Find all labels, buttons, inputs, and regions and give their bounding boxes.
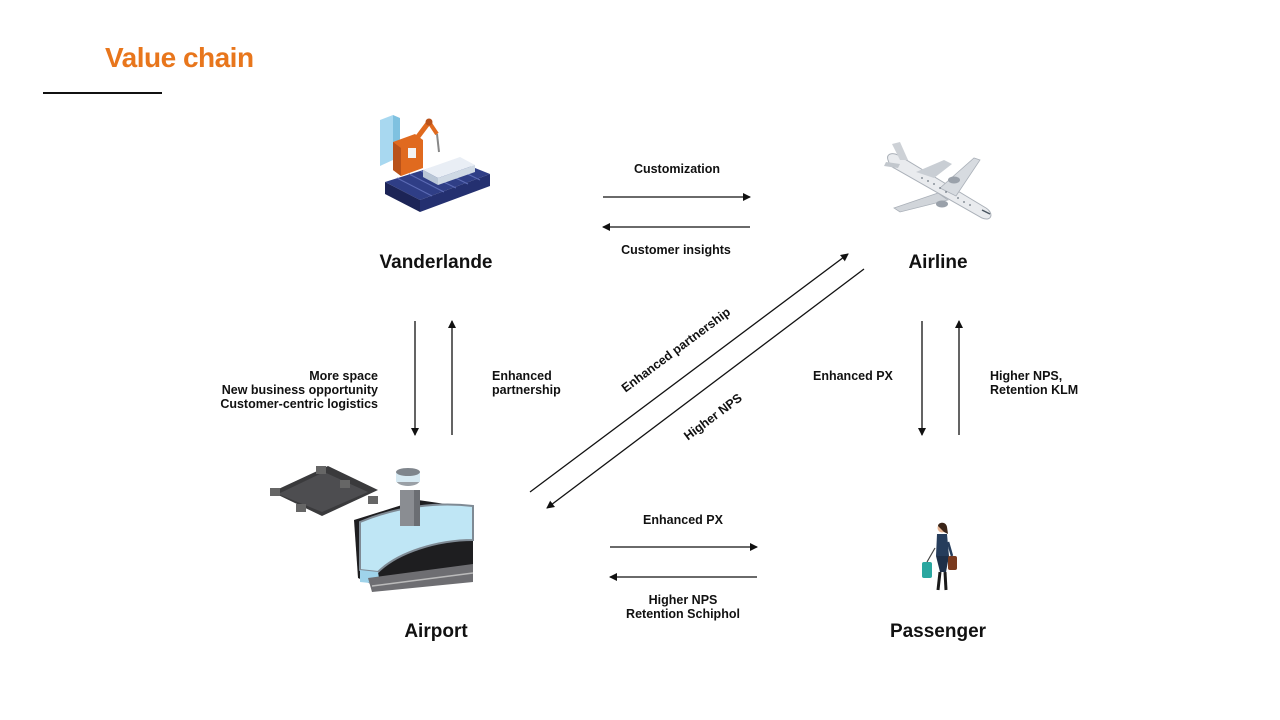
edge-label-customization: Customization (633, 162, 721, 176)
edge-label-line: partnership (492, 383, 561, 397)
edge-label-line: Retention Schiphol (626, 607, 740, 621)
edge-label-airport-to-vanderlande: Enhanced partnership (492, 369, 561, 397)
robotic-conveyor-icon (380, 115, 490, 212)
edge-label-vanderlande-to-airport: More space New business opportunity Cust… (220, 369, 378, 411)
node-airport-label: Airport (404, 621, 468, 642)
node-airline-label: Airline (908, 252, 968, 273)
edge-label-customer-insights: Customer insights (621, 243, 731, 257)
slide-title: Value chain (105, 42, 254, 73)
airport-terminal-icon (270, 466, 474, 592)
traveler-icon (922, 522, 957, 591)
node-passenger-label: Passenger (889, 621, 987, 642)
edge-label-line: Enhanced (492, 369, 552, 383)
edge-label-passenger-to-airport: Higher NPS Retention Schiphol (626, 593, 740, 621)
arrow-airport-to-airline (529, 253, 849, 493)
arrow-airline-to-airport (546, 268, 865, 509)
edge-label-enhanced-px-airline: Enhanced PX (813, 369, 893, 383)
title-underline (43, 92, 162, 94)
edge-label-line: Higher NPS (648, 593, 718, 607)
edge-label-line: Higher NPS, (990, 369, 1063, 383)
edge-label-line: Customer-centric logistics (220, 397, 378, 411)
edge-label-passenger-to-airline: Higher NPS, Retention KLM (990, 369, 1078, 397)
node-vanderlande-label: Vanderlande (379, 252, 493, 273)
edge-label-line: Retention KLM (990, 383, 1079, 397)
airplane-icon (884, 142, 992, 220)
edge-label-line: New business opportunity (221, 383, 378, 397)
edge-label-enhanced-px-airport: Enhanced PX (643, 513, 723, 527)
edge-label-line: More space (309, 369, 378, 383)
